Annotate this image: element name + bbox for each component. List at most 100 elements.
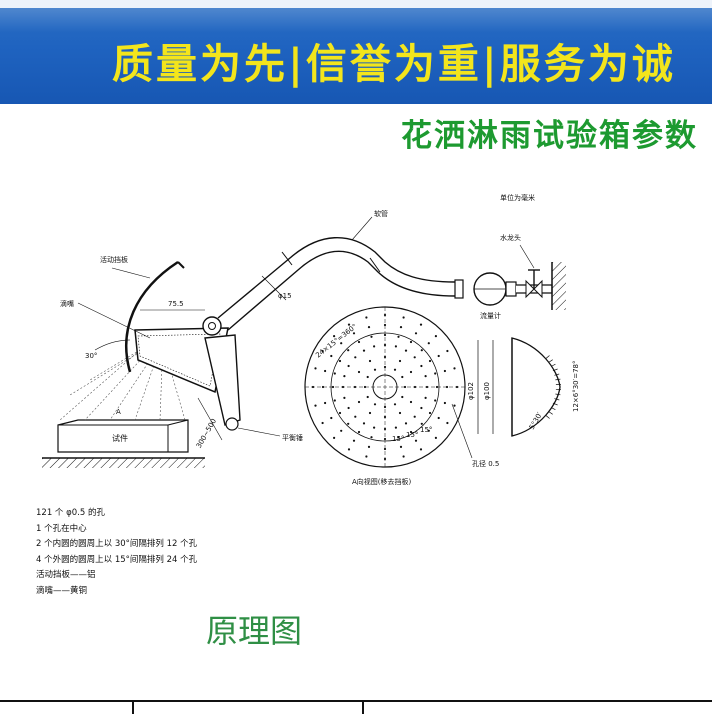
nozzle-hole: [438, 355, 440, 357]
nozzle-hole: [415, 440, 417, 442]
nozzle-hole: [395, 427, 397, 429]
nozzle-hole: [394, 369, 396, 371]
banner-top-strip: [0, 0, 712, 8]
angle-15-a: 15°: [392, 435, 404, 443]
nozzle-hole: [324, 370, 326, 372]
nozzle-hole: [429, 360, 431, 362]
distance-label: 300~500: [195, 417, 218, 449]
notes-block: 121 个 φ0.5 的孔 1 个孔在中心 2 个内圆的圆周上以 30°间隔排列…: [36, 506, 197, 599]
nozzle-hole: [414, 356, 416, 358]
nozzle-hole: [394, 403, 396, 405]
nozzle-hole: [403, 455, 405, 457]
note-line: 滴嘴——黄铜: [36, 584, 197, 600]
header-banner: 质量为先|信誉为重|服务为诚: [0, 0, 712, 104]
nozzle-hole: [322, 422, 324, 424]
nozzle-hole: [358, 371, 360, 373]
swing-arm: 平衡锤 300~500: [195, 335, 303, 450]
flowmeter-label: 流量计: [480, 311, 501, 320]
nozzle-hole: [446, 350, 448, 352]
nozzle-hole: [368, 326, 370, 328]
nozzle-hole: [425, 375, 427, 377]
hose-label: 软管: [374, 209, 388, 218]
nozzle-hole: [420, 324, 422, 326]
page-subtitle: 花洒淋雨试验箱参数: [401, 110, 698, 155]
nozzle-hole: [343, 375, 345, 377]
nozzle-hole: [397, 336, 399, 338]
nozzle-hole: [324, 402, 326, 404]
nozzle-hole: [354, 356, 356, 358]
nozzle-hole: [420, 448, 422, 450]
nozzle-hole: [399, 412, 401, 414]
nozzle-hole: [369, 412, 371, 414]
nozzle-hole: [438, 417, 440, 419]
nozzle-hole: [405, 350, 407, 352]
nozzle-hole: [370, 336, 372, 338]
nozzle-hole: [334, 399, 336, 401]
nozzle-hole: [415, 332, 417, 334]
nozzle-hole: [410, 341, 412, 343]
nozzle-hole: [365, 455, 367, 457]
nozzle-hole: [334, 372, 336, 374]
nozzle-hole: [339, 412, 341, 414]
nozzle-hole: [429, 412, 431, 414]
nozzle-hole: [363, 422, 365, 424]
nozzle-hole: [368, 446, 370, 448]
nozzle-hole: [405, 422, 407, 424]
faucet-label: 水龙头: [500, 233, 521, 242]
nozzle-hole: [343, 397, 345, 399]
nozzle-hole: [330, 417, 332, 419]
nozzle-hole: [434, 399, 436, 401]
nozzle-hole: [367, 396, 369, 398]
nozzle-hole: [314, 367, 316, 369]
nozzle-hole: [358, 401, 360, 403]
note-line: 4 个外圆的圆周上以 15°间隔排列 24 个孔: [36, 553, 197, 569]
banner-gloss: [0, 8, 712, 32]
unit-label: 单位为毫米: [500, 193, 535, 202]
nozzle-hole: [369, 360, 371, 362]
nozzle-hole: [400, 446, 402, 448]
nozzle-hole: [395, 345, 397, 347]
nozzle-hole: [453, 367, 455, 369]
note-line: 121 个 φ0.5 的孔: [36, 506, 197, 522]
a-view-mark: A: [116, 408, 121, 416]
slogan-text: 质量为先|信誉为重|服务为诚: [112, 30, 676, 90]
nozzle-hole: [421, 349, 423, 351]
nozzle-hole: [403, 316, 405, 318]
note-line: 1 个孔在中心: [36, 522, 197, 538]
table-divider: [132, 702, 134, 714]
side-tick: [546, 415, 550, 418]
nozzle-hole: [414, 416, 416, 418]
nozzle-hole: [446, 422, 448, 424]
nozzle-hole: [314, 405, 316, 407]
nozzle-hole: [363, 350, 365, 352]
baffle-label: 活动挡板: [100, 255, 128, 264]
nozzle-hole: [333, 437, 335, 439]
nozzle-hole: [348, 448, 350, 450]
nozzle-hole: [374, 369, 376, 371]
specimen-box: 试件: [58, 420, 188, 452]
nozzle-hole: [354, 416, 356, 418]
nozzle-hole: [420, 407, 422, 409]
nozzle-hole: [367, 376, 369, 378]
angle-30-label: 30°: [85, 352, 97, 360]
nozzle-hole: [453, 405, 455, 407]
counterweight-label: 平衡锤: [282, 433, 303, 442]
nozzle-hole: [399, 360, 401, 362]
d100-label: φ100: [483, 382, 491, 400]
nozzle-hole: [373, 427, 375, 429]
side-angle-label: 12×6°30′=78°: [572, 361, 580, 413]
hole-dia-label: 孔径 0.5: [472, 459, 499, 468]
flow-meter: 流量计: [455, 273, 516, 320]
side-tick: [549, 412, 553, 415]
ground: [42, 458, 205, 468]
angle-15-b: 15°: [406, 431, 418, 439]
nozzle-hole: [347, 423, 349, 425]
nozzle-hole: [340, 430, 342, 432]
dim-75-label: 75.5: [168, 300, 184, 308]
specimen-label: 试件: [112, 433, 128, 443]
nozzle-hole: [435, 335, 437, 337]
d102-label: φ102: [467, 382, 475, 400]
nozzle-hole: [348, 407, 350, 409]
nozzle-hole: [358, 341, 360, 343]
nozzle-hole: [420, 365, 422, 367]
